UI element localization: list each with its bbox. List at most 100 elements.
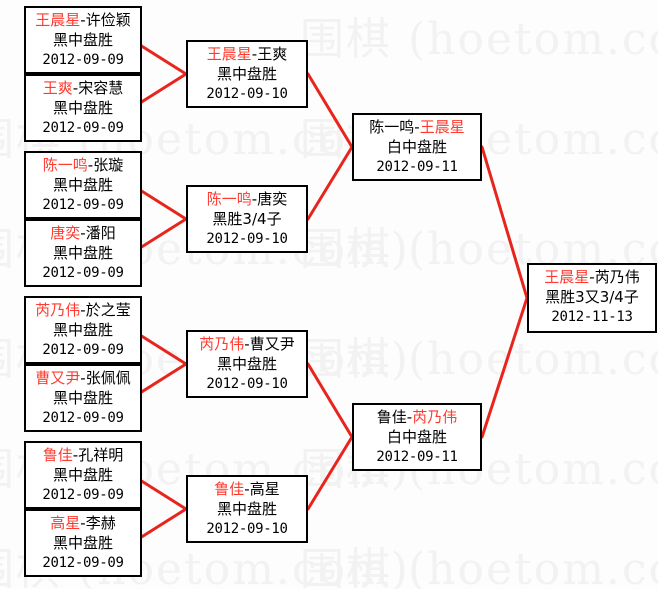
player-first: 鲁佳 (376, 408, 407, 426)
match-players: 王晨星-许俭颖 (26, 11, 140, 31)
match-box-r3m2[interactable]: 鲁佳-芮乃伟 白中盘胜 2012-09-11 (352, 403, 482, 471)
match-result: 黑胜3/4子 (212, 209, 282, 228)
match-result: 白中盘胜 (386, 427, 447, 446)
watermark-text: 围棋 (hoetom.com) (300, 544, 658, 589)
match-box-r2m2[interactable]: 陈一鸣-唐奕 黑胜3/4子 2012-09-10 (186, 185, 308, 253)
match-date: 2012-09-11 (376, 448, 458, 465)
match-date: 2012-09-10 (206, 520, 288, 537)
player-separator: - (80, 301, 86, 319)
match-date: 2012-09-09 (42, 409, 124, 426)
match-box-r1m6[interactable]: 曹又尹-张佩佩 黑中盘胜 2012-09-09 (24, 364, 142, 432)
player-loser: 高星 (249, 480, 280, 498)
player-separator: - (80, 224, 86, 242)
connector-r2m1-r3m1 (306, 72, 354, 149)
player-separator: - (244, 335, 250, 353)
player-loser: 张璇 (93, 156, 124, 174)
match-date: 2012-09-10 (206, 230, 288, 247)
player-separator: - (80, 369, 86, 387)
player-winner: 陈一鸣 (206, 190, 252, 208)
match-box-r2m1[interactable]: 王晨星-王爽 黑中盘胜 2012-09-10 (186, 40, 308, 108)
match-result: 黑中盘胜 (216, 64, 277, 83)
match-players: 陈一鸣-唐奕 (188, 190, 306, 210)
player-winner: 唐奕 (50, 224, 81, 242)
match-players: 鲁佳-孔祥明 (26, 446, 140, 466)
match-result: 黑中盘胜 (52, 98, 113, 117)
match-result: 黑中盘胜 (52, 243, 113, 262)
match-result: 黑中盘胜 (52, 533, 113, 552)
player-loser: 许俭颖 (85, 11, 131, 29)
match-date: 2012-09-09 (42, 51, 124, 68)
player-winner: 陈一鸣 (42, 156, 88, 174)
match-date: 2012-09-10 (206, 375, 288, 392)
match-box-r1m1[interactable]: 王晨星-许俭颖 黑中盘胜 2012-09-09 (24, 6, 142, 74)
match-result: 白中盘胜 (386, 137, 447, 156)
match-players: 鲁佳-芮乃伟 (354, 408, 480, 428)
player-loser: 唐奕 (257, 190, 288, 208)
player-separator: - (244, 480, 250, 498)
match-result: 黑中盘胜 (52, 175, 113, 194)
match-date: 2012-09-09 (42, 554, 124, 571)
match-box-r2m3[interactable]: 芮乃伟-曹又尹 黑中盘胜 2012-09-10 (186, 330, 308, 398)
match-players: 王晨星-王爽 (188, 45, 306, 65)
match-box-r1m3[interactable]: 陈一鸣-张璇 黑中盘胜 2012-09-09 (24, 151, 142, 219)
match-box-final[interactable]: 王晨星-芮乃伟 黑胜3又3/4子 2012-11-13 (527, 263, 657, 333)
match-date: 2012-09-09 (42, 119, 124, 136)
player-separator: - (251, 45, 258, 63)
player-winner: 芮乃伟 (199, 335, 245, 353)
connector-r2m2-r3m1 (306, 145, 354, 221)
match-box-r2m4[interactable]: 鲁佳-高星 黑中盘胜 2012-09-10 (186, 475, 308, 543)
connector-r3m1-final (480, 145, 529, 300)
match-date: 2012-09-09 (42, 341, 124, 358)
match-date: 2012-09-10 (206, 85, 288, 102)
watermark-text: 围棋 (hoetom.com) (300, 334, 658, 385)
match-box-r1m4[interactable]: 唐奕-潘阳 黑中盘胜 2012-09-09 (24, 219, 142, 287)
player-separator: - (87, 156, 94, 174)
match-players: 王晨星-芮乃伟 (529, 268, 655, 288)
match-players: 陈一鸣-张璇 (26, 156, 140, 176)
player-winner: 高星 (50, 514, 81, 532)
player-winner: 芮乃伟 (35, 301, 81, 319)
match-box-r1m5[interactable]: 芮乃伟-於之莹 黑中盘胜 2012-09-09 (24, 296, 142, 364)
player-separator: - (80, 514, 86, 532)
match-players: 唐奕-潘阳 (26, 224, 140, 244)
match-players: 鲁佳-高星 (188, 480, 306, 500)
player-loser: 潘阳 (85, 224, 116, 242)
match-players: 芮乃伟-曹又尹 (188, 335, 306, 355)
connector-r3m2-final (480, 296, 529, 439)
watermark-text: 围棋 (hoetom.com) (300, 14, 658, 65)
match-result: 黑胜3又3/4子 (545, 287, 639, 306)
player-winner: 王晨星 (35, 11, 81, 29)
connector-r2m4-r3m2 (306, 435, 354, 511)
player-loser: 孔祥明 (78, 446, 124, 464)
player-loser: 曹又尹 (249, 335, 295, 353)
match-box-r1m8[interactable]: 高星-李赫 黑中盘胜 2012-09-09 (24, 509, 142, 577)
player-separator: - (406, 408, 413, 426)
match-result: 黑中盘胜 (216, 499, 277, 518)
match-result: 黑中盘胜 (52, 320, 113, 339)
player-winner: 芮乃伟 (412, 408, 458, 426)
player-winner: 曹又尹 (35, 369, 81, 387)
player-loser: 王爽 (257, 45, 288, 63)
player-separator: - (72, 79, 79, 97)
match-players: 高星-李赫 (26, 514, 140, 534)
player-separator: - (414, 118, 420, 136)
match-box-r1m7[interactable]: 鲁佳-孔祥明 黑中盘胜 2012-09-09 (24, 441, 142, 509)
player-winner: 王晨星 (544, 268, 590, 286)
match-box-r3m1[interactable]: 陈一鸣-王晨星 白中盘胜 2012-09-11 (352, 113, 482, 181)
player-loser: 芮乃伟 (594, 268, 640, 286)
player-winner: 王晨星 (206, 45, 252, 63)
player-separator: - (251, 190, 258, 208)
player-loser: 宋容慧 (78, 79, 124, 97)
match-date: 2012-09-09 (42, 264, 124, 281)
match-players: 芮乃伟-於之莹 (26, 301, 140, 321)
player-separator: - (80, 11, 86, 29)
match-players: 曹又尹-张佩佩 (26, 369, 140, 389)
player-separator: - (589, 268, 595, 286)
player-loser: 於之莹 (85, 301, 131, 319)
match-players: 陈一鸣-王晨星 (354, 118, 480, 138)
match-box-r1m2[interactable]: 王爽-宋容慧 黑中盘胜 2012-09-09 (24, 74, 142, 142)
match-date: 2012-09-09 (42, 196, 124, 213)
player-separator: - (72, 446, 79, 464)
match-result: 黑中盘胜 (216, 354, 277, 373)
